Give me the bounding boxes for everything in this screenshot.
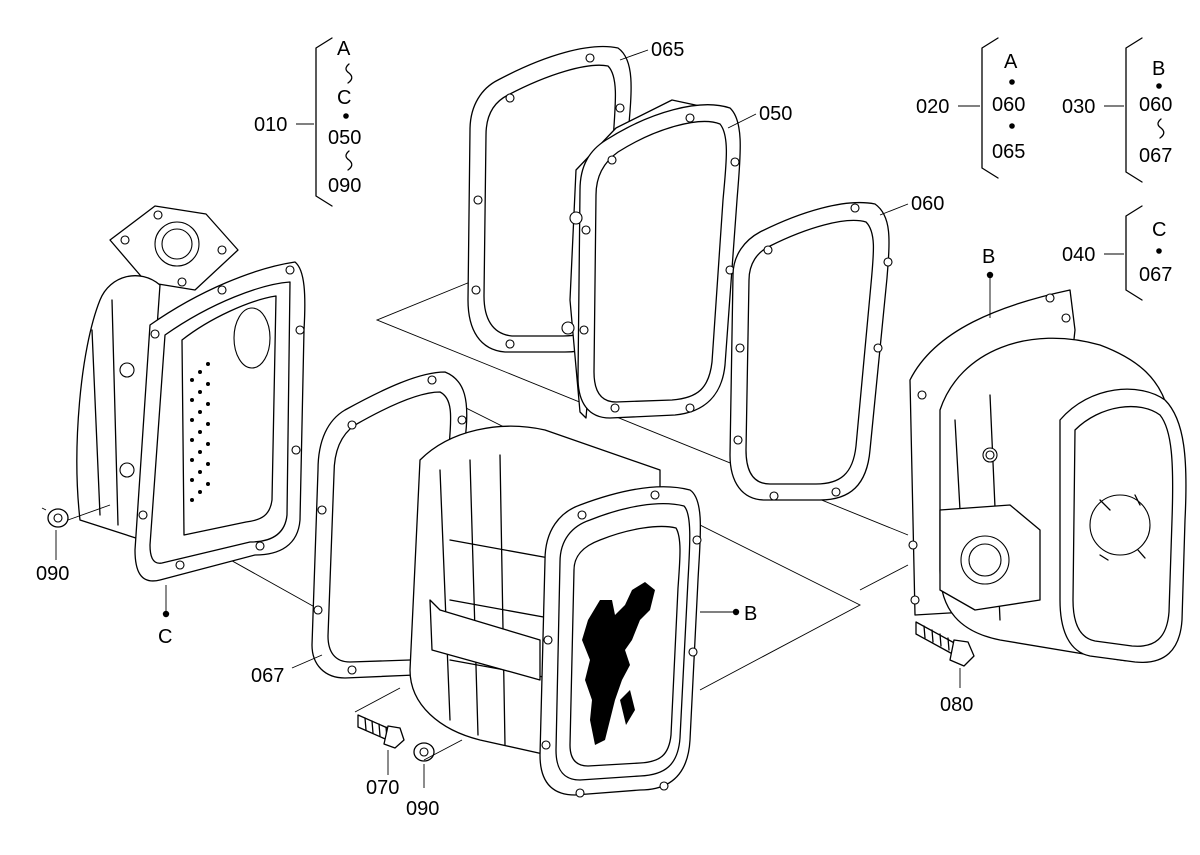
callout-070: 070 [366, 777, 399, 799]
group-010-item-050: 050 [328, 127, 361, 149]
ref-label-b-top: B [982, 246, 995, 268]
callout-060: 060 [911, 193, 944, 215]
bolt-070 [357, 714, 405, 749]
group-010-item-090: 090 [328, 175, 361, 197]
group-020-item-065: 065 [992, 141, 1025, 163]
nut-090-bottom [413, 742, 435, 762]
group-010-code: 010 [254, 114, 287, 136]
range-tilde-icon [1157, 118, 1165, 139]
callout-090-bottom: 090 [406, 798, 439, 820]
group-040-code: 040 [1062, 244, 1095, 266]
group-030-item-060: 060 [1139, 94, 1172, 116]
group-020: 020 A 060 065 [916, 37, 1025, 179]
ref-label-c: C [158, 626, 172, 648]
ref-dot-b-mid [732, 608, 740, 616]
bullet-icon [1156, 248, 1162, 254]
group-040-item-c: C [1152, 219, 1166, 241]
callout-067: 067 [251, 665, 284, 687]
ref-label-b-mid: B [744, 603, 757, 625]
bullet-icon [1009, 123, 1015, 129]
bolt-080 [915, 621, 975, 667]
bullet-icon [1009, 79, 1015, 85]
callout-050: 050 [759, 103, 792, 125]
group-010-item-c: C [337, 87, 351, 109]
group-020-item-a: A [1004, 51, 1018, 73]
group-030: 030 B 060 067 [1062, 37, 1172, 183]
frame-050 [561, 99, 741, 419]
group-020-code: 020 [916, 96, 949, 118]
perforation-pattern [190, 362, 210, 502]
leader-lines [55, 49, 991, 788]
callout-090-left: 090 [36, 563, 69, 585]
mesh-pattern [582, 582, 655, 745]
group-040: 040 C 067 [1062, 205, 1172, 301]
group-030-item-067: 067 [1139, 145, 1172, 167]
outlet-housing [908, 289, 1187, 664]
callout-065: 065 [651, 39, 684, 61]
group-030-code: 030 [1062, 96, 1095, 118]
callout-080: 080 [940, 694, 973, 716]
bullet-icon [1156, 83, 1162, 89]
nut-090-left [41, 507, 69, 528]
group-010: 010 A C 050 090 [254, 37, 361, 207]
group-030-item-b: B [1152, 58, 1165, 80]
ref-dot-c [162, 610, 170, 618]
group-040-item-067: 067 [1139, 264, 1172, 286]
bullet-icon [343, 113, 349, 119]
ref-dot-b-top [986, 271, 994, 279]
inlet-housing [76, 205, 306, 582]
range-tilde-icon [345, 63, 353, 84]
group-020-item-060: 060 [992, 94, 1025, 116]
catalyst-body [409, 425, 702, 798]
group-010-item-a: A [337, 38, 351, 60]
gasket-060 [729, 201, 893, 501]
range-tilde-icon [345, 150, 353, 171]
